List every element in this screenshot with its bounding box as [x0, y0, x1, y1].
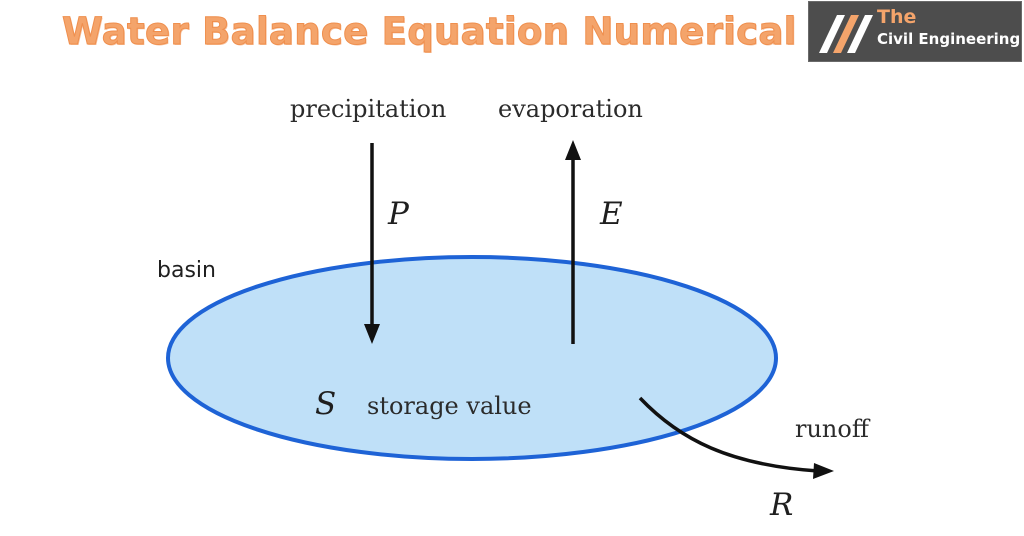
evaporation-symbol: E — [600, 196, 623, 232]
evaporation-label: evaporation — [498, 95, 643, 123]
basin-label: basin — [157, 258, 216, 283]
runoff-arrow — [638, 396, 819, 473]
logo-text-the: The — [877, 6, 917, 28]
brand-logo[interactable]: The Civil Engineering — [808, 1, 1022, 62]
page-title: Water Balance Equation Numerical — [62, 10, 797, 54]
storage-symbol: S — [315, 386, 337, 422]
evaporation-arrowhead — [565, 140, 581, 160]
precipitation-arrowhead — [364, 324, 380, 344]
logo-text-civil-engineering: Civil Engineering — [877, 30, 1021, 48]
runoff-symbol: R — [770, 487, 794, 523]
runoff-arrowhead — [813, 463, 834, 479]
runoff-label: runoff — [795, 415, 869, 443]
storage-label: storage value — [367, 392, 532, 420]
basin-ellipse — [166, 255, 778, 461]
precipitation-symbol: P — [388, 196, 409, 232]
logo-stripes-icon — [819, 15, 873, 53]
precipitation-label: precipitation — [290, 95, 447, 123]
